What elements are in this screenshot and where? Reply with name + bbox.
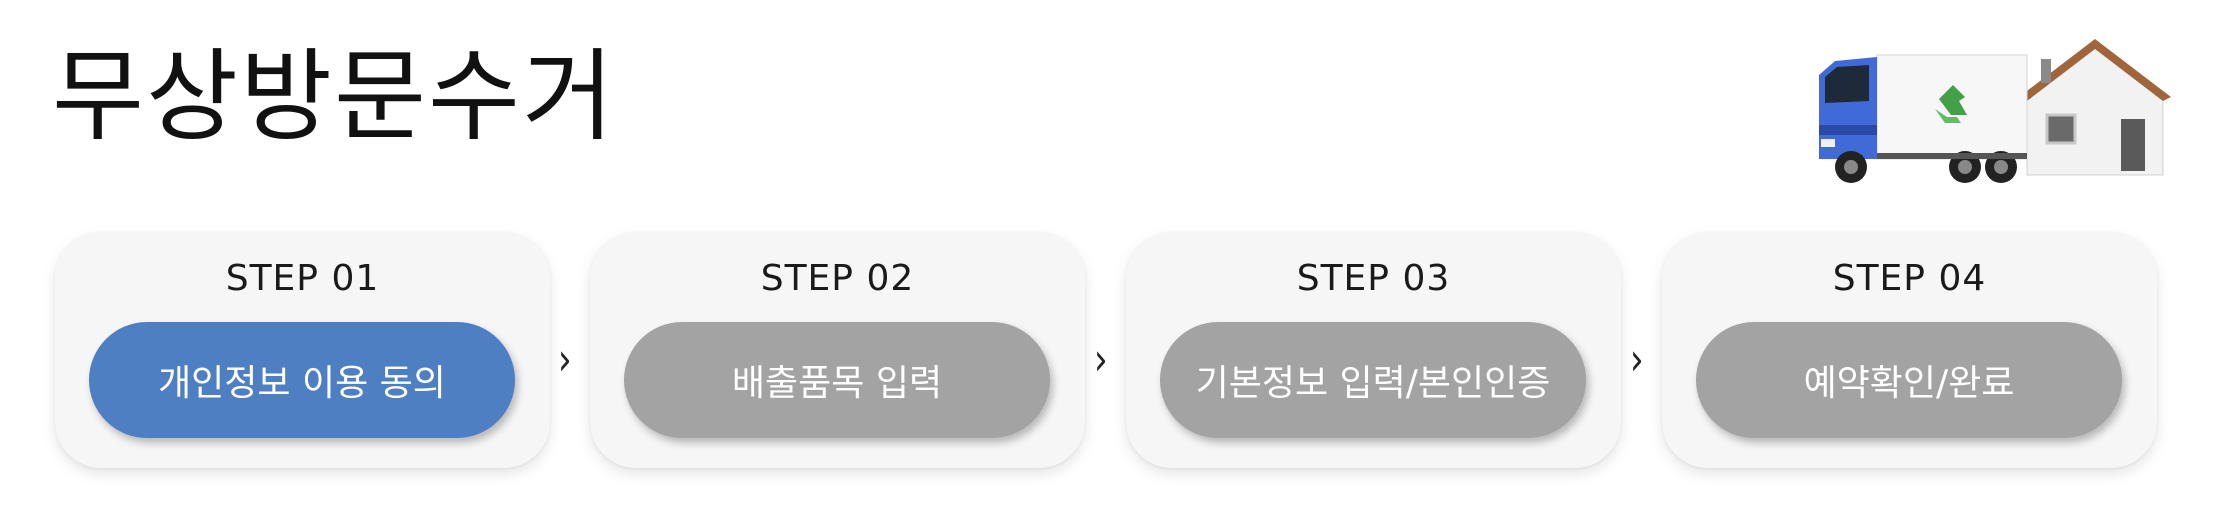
recycling-truck-and-house-icon	[1819, 39, 2171, 183]
chevron-right-icon: ›	[1630, 334, 1644, 386]
step-card-1: STEP 01 개인정보 이용 동의	[55, 232, 550, 468]
step-4-button[interactable]: 예약확인/완료	[1696, 322, 2122, 438]
step-label: STEP 04	[1832, 258, 1987, 299]
step-3-button[interactable]: 기본정보 입력/본인인증	[1160, 322, 1586, 438]
step-label: STEP 02	[760, 258, 915, 299]
step-card-4: STEP 04 예약확인/완료	[1662, 232, 2157, 468]
chevron-right-icon: ›	[558, 334, 572, 386]
step-card-3: STEP 03 기본정보 입력/본인인증	[1126, 232, 1621, 468]
page-title: 무상방문수거	[52, 38, 616, 155]
step-card-2: STEP 02 배출품목 입력	[590, 232, 1085, 468]
step-2-button[interactable]: 배출품목 입력	[624, 322, 1050, 438]
step-1-button[interactable]: 개인정보 이용 동의	[89, 322, 515, 438]
chevron-right-icon: ›	[1094, 334, 1108, 386]
step-label: STEP 03	[1296, 258, 1451, 299]
step-label: STEP 01	[225, 258, 380, 299]
